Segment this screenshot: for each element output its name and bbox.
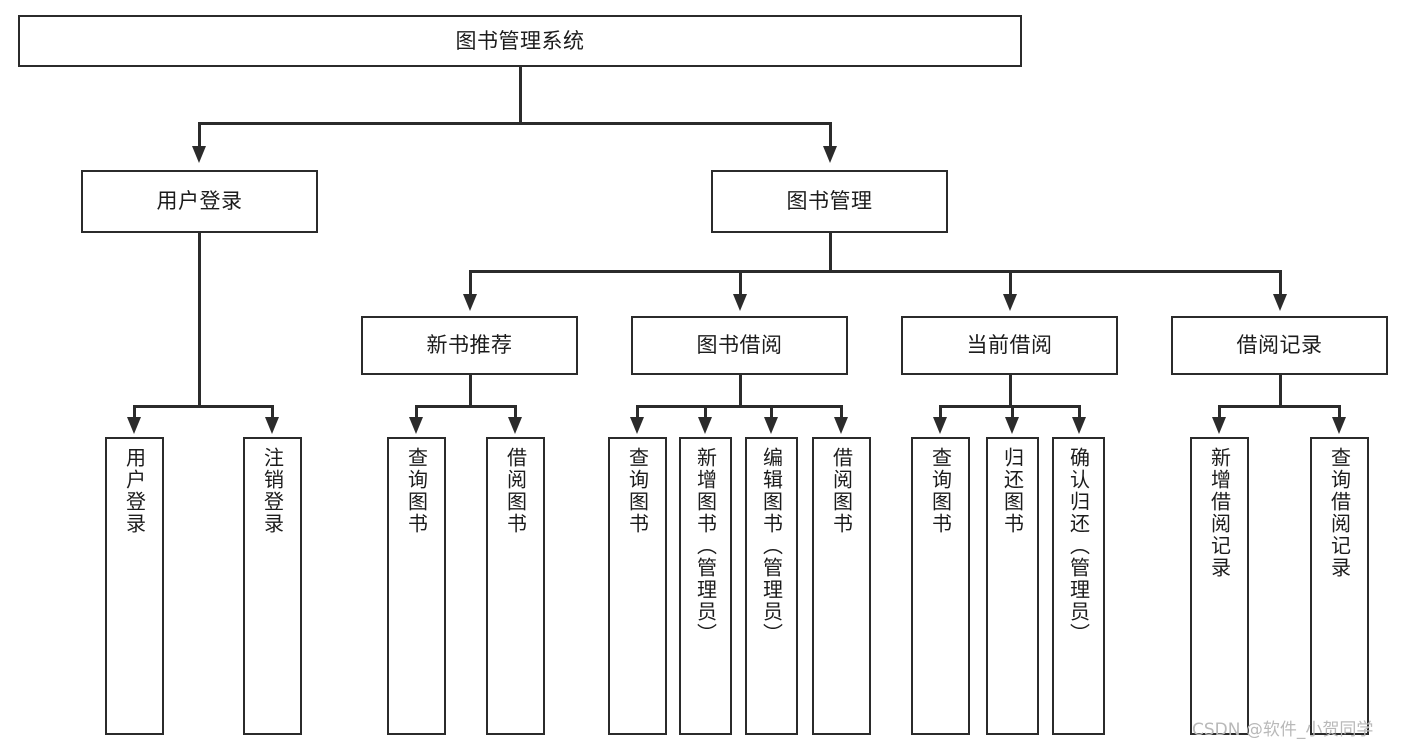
node-borrowing-records[interactable]: 借阅记录 [1171, 316, 1388, 375]
edge-bm-to-new-books [469, 270, 472, 296]
node-new-book-recommendation[interactable]: 新书推荐 [361, 316, 578, 375]
edge-new-books-to-leaf-1 [514, 405, 517, 419]
edge-bm-to-borrow-records [1279, 270, 1282, 296]
edge-user-login-to-leaf-1 [271, 405, 274, 419]
edge-current-borrow-stem [1009, 375, 1012, 405]
edge-borrow-to-leaf-0 [636, 405, 639, 419]
edge-borrow-bus [636, 405, 841, 408]
edge-cb-to-leaf-2 [1078, 405, 1081, 419]
node-label: 新书推荐 [426, 333, 513, 358]
node-label: 查询图书 [404, 447, 429, 535]
arrowhead-borrow-to-leaf-1 [698, 417, 712, 434]
edge-bm-to-current-borrow [1009, 270, 1012, 296]
edge-borrow-to-leaf-2 [770, 405, 773, 419]
csdn-watermark: CSDN @软件_小贺同学 [1192, 720, 1374, 740]
node-label: 注销登录 [260, 447, 285, 535]
edge-cb-to-leaf-0 [939, 405, 942, 419]
arrowhead-root-to-user-login [192, 146, 206, 163]
node-current-borrowing[interactable]: 当前借阅 [901, 316, 1118, 375]
node-label: 借阅记录 [1236, 333, 1323, 358]
arrowhead-borrow-to-leaf-0 [630, 417, 644, 434]
edge-root-to-book-management [829, 122, 832, 148]
arrowhead-cb-to-leaf-1 [1005, 417, 1019, 434]
edge-borrow-stem [739, 375, 742, 405]
node-label: 借阅图书 [503, 447, 528, 535]
node-label: 归还图书 [1000, 447, 1025, 535]
arrowhead-root-to-book-management [823, 146, 837, 163]
edge-user-login-stem [198, 233, 201, 405]
leaf-query-books-current[interactable]: 查询图书 [911, 437, 970, 735]
node-label: 图书管理系统 [455, 28, 585, 53]
arrowhead-cb-to-leaf-2 [1072, 417, 1086, 434]
node-label: 当前借阅 [966, 333, 1053, 358]
edge-book-management-bus [469, 270, 1281, 273]
arrowhead-borrow-to-leaf-2 [764, 417, 778, 434]
arrowhead-bm-to-borrow [733, 294, 747, 311]
arrowhead-bm-to-new-books [463, 294, 477, 311]
edge-current-borrow-bus [939, 405, 1080, 408]
node-label: 确认归还（管理员） [1066, 447, 1091, 645]
edge-new-books-stem [469, 375, 472, 405]
node-label: 新增图书（管理员） [693, 447, 718, 645]
edge-bm-to-borrow [739, 270, 742, 296]
node-book-borrowing[interactable]: 图书借阅 [631, 316, 848, 375]
edge-book-management-stem [829, 233, 832, 270]
arrowhead-borrow-to-leaf-3 [834, 417, 848, 434]
edge-records-stem [1279, 375, 1282, 405]
arrowhead-new-books-to-leaf-1 [508, 417, 522, 434]
edge-cb-to-leaf-1 [1011, 405, 1014, 419]
leaf-user-login[interactable]: 用户登录 [105, 437, 164, 735]
node-label: 用户登录 [122, 447, 147, 535]
leaf-query-books-borrow[interactable]: 查询图书 [608, 437, 667, 735]
edge-user-login-bus [133, 405, 273, 408]
node-user-login[interactable]: 用户登录 [81, 170, 318, 233]
arrowhead-records-to-leaf-0 [1212, 417, 1226, 434]
edge-root-stem [519, 67, 522, 122]
edge-root-to-user-login [198, 122, 201, 148]
edge-borrow-to-leaf-3 [840, 405, 843, 419]
edge-user-login-to-leaf-0 [133, 405, 136, 419]
edge-new-books-to-leaf-0 [415, 405, 418, 419]
node-label: 查询借阅记录 [1327, 447, 1352, 579]
edge-records-to-leaf-0 [1218, 405, 1221, 419]
node-book-management[interactable]: 图书管理 [711, 170, 948, 233]
leaf-query-borrow-record[interactable]: 查询借阅记录 [1310, 437, 1369, 735]
arrowhead-user-login-to-leaf-1 [265, 417, 279, 434]
arrowhead-new-books-to-leaf-0 [409, 417, 423, 434]
node-label: 查询图书 [625, 447, 650, 535]
node-label: 图书借阅 [696, 333, 783, 358]
leaf-return-books[interactable]: 归还图书 [986, 437, 1039, 735]
leaf-borrow-books[interactable]: 借阅图书 [812, 437, 871, 735]
arrowhead-user-login-to-leaf-0 [127, 417, 141, 434]
arrowhead-records-to-leaf-1 [1332, 417, 1346, 434]
node-label: 借阅图书 [829, 447, 854, 535]
leaf-add-borrow-record[interactable]: 新增借阅记录 [1190, 437, 1249, 735]
node-label: 用户登录 [156, 189, 243, 214]
leaf-query-books-new[interactable]: 查询图书 [387, 437, 446, 735]
leaf-logout[interactable]: 注销登录 [243, 437, 302, 735]
leaf-add-book-admin[interactable]: 新增图书（管理员） [679, 437, 732, 735]
arrowhead-bm-to-borrow-records [1273, 294, 1287, 311]
arrowhead-bm-to-current-borrow [1003, 294, 1017, 311]
node-label: 编辑图书（管理员） [759, 447, 784, 645]
leaf-confirm-return-admin[interactable]: 确认归还（管理员） [1052, 437, 1105, 735]
edge-records-bus [1218, 405, 1340, 408]
edge-borrow-to-leaf-1 [704, 405, 707, 419]
node-root-book-management-system[interactable]: 图书管理系统 [18, 15, 1022, 67]
edge-root-bus [198, 122, 832, 125]
leaf-edit-book-admin[interactable]: 编辑图书（管理员） [745, 437, 798, 735]
node-label: 新增借阅记录 [1207, 447, 1232, 579]
arrowhead-cb-to-leaf-0 [933, 417, 947, 434]
node-label: 图书管理 [786, 189, 873, 214]
edge-records-to-leaf-1 [1338, 405, 1341, 419]
node-label: 查询图书 [928, 447, 953, 535]
edge-new-books-bus [415, 405, 517, 408]
leaf-borrow-books-new[interactable]: 借阅图书 [486, 437, 545, 735]
